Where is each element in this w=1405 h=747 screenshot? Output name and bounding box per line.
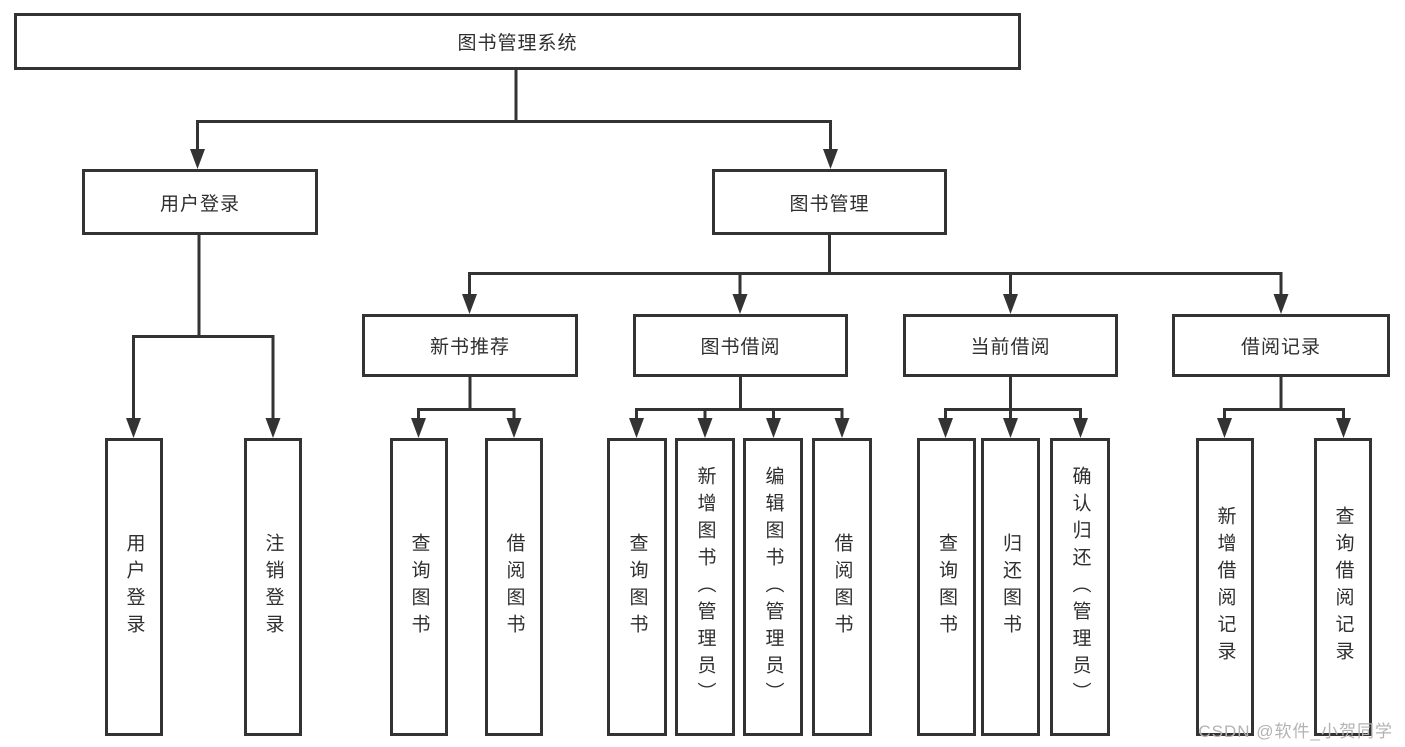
leaf-label: 用户登录 xyxy=(123,533,145,641)
leaf-return-books: 归还图书 xyxy=(981,438,1040,736)
leaf-borrow-books-recommend: 借阅图书 xyxy=(485,438,543,736)
leaf-query-books-current: 查询图书 xyxy=(917,438,976,736)
leaf-label: 编辑图书（管理员） xyxy=(762,465,784,709)
node-library-management-system: 图书管理系统 xyxy=(14,13,1021,70)
leaf-query-books-recommend: 查询图书 xyxy=(390,438,448,736)
node-book-management: 图书管理 xyxy=(712,169,947,235)
leaf-query-books-borrow: 查询图书 xyxy=(607,438,667,736)
node-user-login: 用户登录 xyxy=(82,169,318,235)
leaf-label: 归还图书 xyxy=(1000,533,1021,641)
leaf-label: 新增图书（管理员） xyxy=(694,465,716,709)
leaf-label: 注销登录 xyxy=(262,533,284,641)
leaf-label: 查询图书 xyxy=(936,533,957,641)
leaf-borrow-books: 借阅图书 xyxy=(812,438,872,736)
csdn-watermark: CSDN @软件_小贺同学 xyxy=(1198,722,1393,741)
leaf-label: 借阅图书 xyxy=(503,533,525,641)
leaf-label: 查询图书 xyxy=(626,533,648,641)
leaf-label: 借阅图书 xyxy=(831,533,853,641)
node-borrow-records: 借阅记录 xyxy=(1172,314,1390,377)
leaf-confirm-return-admin: 确认归还（管理员） xyxy=(1050,438,1110,736)
leaf-label: 新增借阅记录 xyxy=(1214,506,1236,668)
leaf-add-books-admin: 新增图书（管理员） xyxy=(675,438,735,736)
node-new-book-recommend: 新书推荐 xyxy=(362,314,578,377)
leaf-user-login: 用户登录 xyxy=(105,438,163,736)
leaf-edit-books-admin: 编辑图书（管理员） xyxy=(743,438,803,736)
leaf-add-borrow-record: 新增借阅记录 xyxy=(1196,438,1254,736)
leaf-label: 查询借阅记录 xyxy=(1332,506,1354,668)
leaf-logout: 注销登录 xyxy=(244,438,302,736)
leaf-label: 查询图书 xyxy=(408,533,430,641)
leaf-label: 确认归还（管理员） xyxy=(1069,465,1091,709)
node-book-borrow: 图书借阅 xyxy=(633,314,848,377)
node-current-borrow: 当前借阅 xyxy=(903,314,1118,377)
leaf-query-borrow-record: 查询借阅记录 xyxy=(1314,438,1372,736)
